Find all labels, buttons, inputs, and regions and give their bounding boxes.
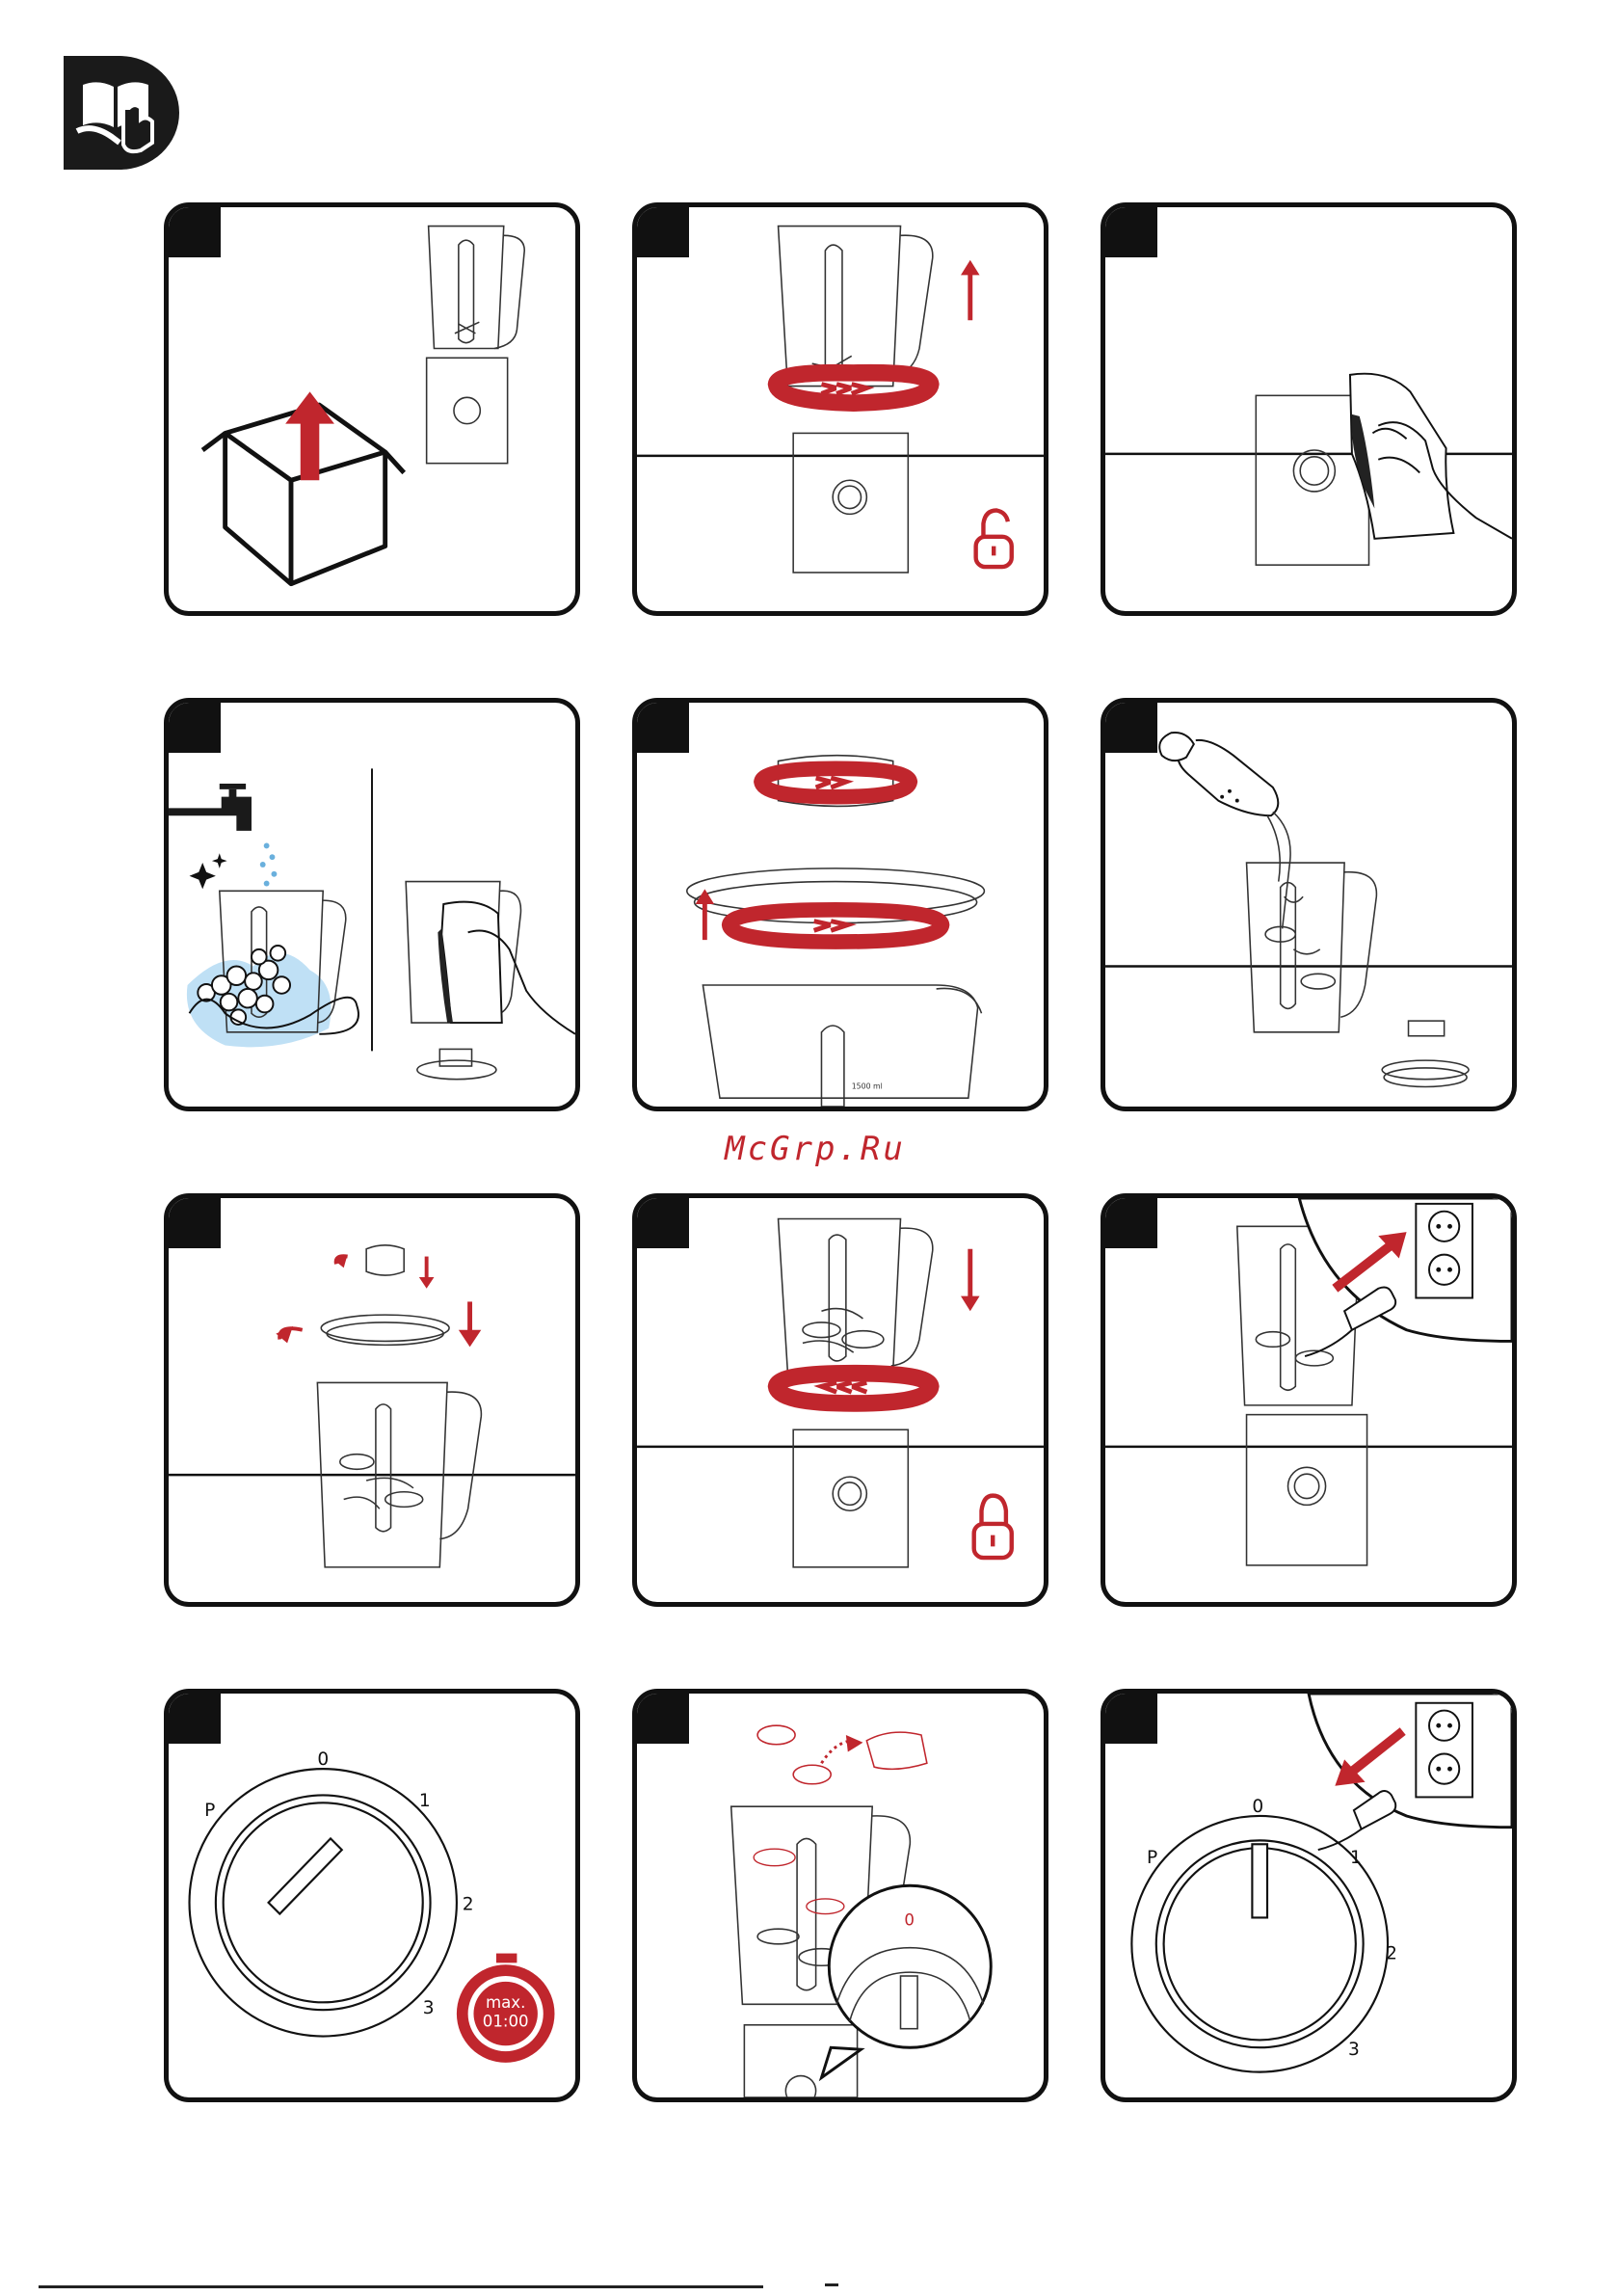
step-fit-lid-panel: [164, 1193, 580, 1607]
step-wipe-base-panel: [1101, 202, 1517, 616]
step-mount-jar-panel: [632, 1193, 1048, 1607]
step-unplug-panel: P 0 1 2 3: [1101, 1689, 1517, 2102]
lock-padlock-icon: [974, 1496, 1012, 1558]
dial-label-1: 1: [419, 1791, 431, 1811]
manual-hand-icon: [64, 56, 183, 170]
bottom-rule: [39, 2285, 763, 2288]
dial-knob: [269, 1838, 342, 1913]
speed-dial: [190, 1769, 457, 2036]
timer-label-time: 01:00: [483, 2013, 529, 2031]
bottom-tick: [825, 2283, 838, 2286]
watermark-text: McGrp.Ru: [719, 1130, 912, 1168]
dial-label-1: 1: [1350, 1848, 1362, 1868]
dial-label-0: 0: [317, 1749, 329, 1770]
step-unbox-panel: [164, 202, 580, 616]
step-remove-jar-panel: [632, 202, 1048, 616]
step-fill-jar-panel: [1101, 698, 1517, 1111]
dial-label-3: 3: [423, 1998, 435, 2018]
dial-label-p: P: [1147, 1848, 1157, 1868]
dial-label-3: 3: [1348, 2040, 1360, 2060]
step-set-speed-panel: P 0 1 2 3 max. 01:00: [164, 1689, 580, 2102]
zoom-dial-label: 0: [904, 1910, 915, 1929]
unlock-padlock-icon: [976, 510, 1012, 567]
dial-label-0: 0: [1252, 1797, 1263, 1817]
jar-capacity-label: 1500 ml: [852, 1081, 883, 1090]
timer-label-max: max.: [486, 1993, 525, 2012]
dial-label-2: 2: [463, 1895, 474, 1915]
step-plug-in-panel: [1101, 1193, 1517, 1607]
dial-label-p: P: [204, 1801, 215, 1821]
step-add-ingredients-panel: 0: [632, 1689, 1048, 2102]
step-lid-assembly-panel: 1500 ml: [632, 698, 1048, 1111]
step-wash-jar-panel: [164, 698, 580, 1111]
dial-label-2: 2: [1386, 1943, 1397, 1963]
